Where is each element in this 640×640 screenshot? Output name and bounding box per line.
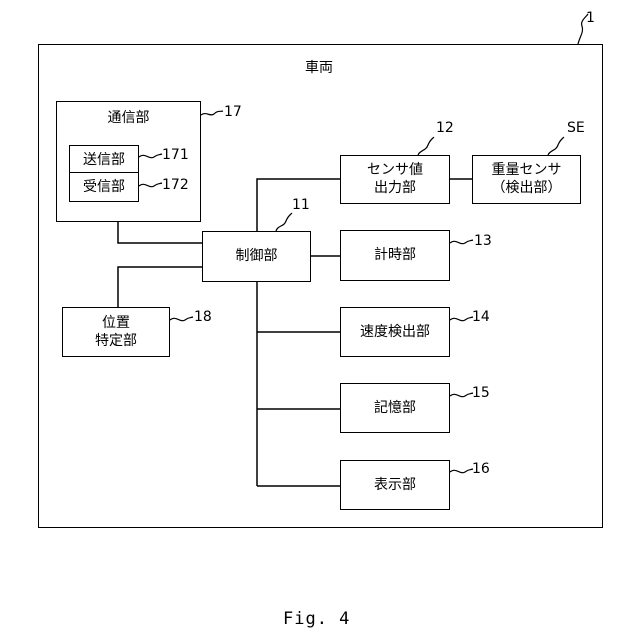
leader-11 [276,213,292,231]
leader-15 [450,393,473,397]
leader-se [548,137,564,155]
link-comm-control [118,222,202,243]
leader-172 [139,183,162,187]
figure-caption: Fig. 4 [283,609,350,629]
leader-16 [450,469,473,473]
leader-14 [450,317,473,321]
link-control-sensor-output [257,179,340,231]
leader-1 [578,14,588,44]
leader-18 [170,317,193,321]
leader-17 [201,111,223,115]
leader-13 [450,240,473,244]
leader-12 [418,137,434,155]
leader-171 [139,154,162,158]
link-position-control [118,267,202,307]
